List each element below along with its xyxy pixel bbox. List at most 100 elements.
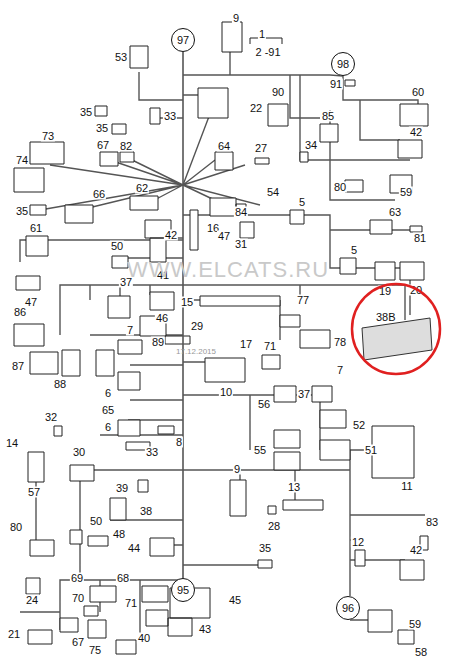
callout-number: 80 bbox=[9, 522, 23, 533]
callout-number: 11 bbox=[400, 481, 413, 492]
callout-number: 1 bbox=[258, 29, 266, 40]
callout-number: 65 bbox=[101, 405, 115, 416]
callout-number: 8 bbox=[175, 437, 183, 448]
callout-number: 30 bbox=[72, 447, 86, 458]
callout-number: 52 bbox=[352, 420, 366, 431]
callout-number: 90 bbox=[271, 87, 285, 98]
callout-number: 5 bbox=[298, 197, 306, 208]
callout-number: 83 bbox=[425, 517, 439, 528]
node-label: 96 bbox=[342, 603, 354, 614]
callout-number: 28 bbox=[267, 521, 281, 532]
callout-number: 67 bbox=[71, 637, 85, 648]
callout-number: 6 bbox=[104, 388, 112, 399]
callout-number: 12 bbox=[351, 537, 365, 548]
harness-part bbox=[362, 318, 432, 360]
callout-number: 54 bbox=[266, 187, 280, 198]
callout-number: 80 bbox=[333, 182, 347, 193]
callout-number: 43 bbox=[198, 624, 212, 635]
callout-number: 27 bbox=[254, 143, 268, 154]
callout-number: 81 bbox=[413, 233, 427, 244]
node-label: 38B bbox=[376, 312, 396, 323]
callout-number: 61 bbox=[29, 223, 43, 234]
callout-number: 46 bbox=[155, 313, 169, 324]
callout-number: 71 bbox=[124, 598, 138, 609]
callout-number: 9 bbox=[232, 13, 240, 24]
callout-number: 9 bbox=[233, 464, 241, 475]
callout-number: 66 bbox=[92, 189, 106, 200]
callout-number: 33 bbox=[145, 447, 159, 458]
callout-number: 35 bbox=[15, 206, 29, 217]
callout-number: 56 bbox=[257, 399, 271, 410]
callout-number: 82 bbox=[119, 141, 133, 152]
callout-number: 40 bbox=[137, 633, 151, 644]
callout-number: 67 bbox=[96, 140, 110, 151]
callout-number: 44 bbox=[127, 543, 141, 554]
callout-number: 86 bbox=[13, 307, 27, 318]
callout-number: 58 bbox=[414, 647, 428, 658]
callout-number: 37 bbox=[297, 389, 311, 400]
node-label: 98 bbox=[337, 59, 349, 70]
callout-number: 6 bbox=[104, 422, 112, 433]
callout-number: 50 bbox=[110, 241, 124, 252]
callout-number: 75 bbox=[88, 645, 102, 656]
callout-number: 53 bbox=[114, 52, 128, 63]
callout-number: 70 bbox=[71, 593, 85, 604]
callout-number: 39 bbox=[115, 483, 129, 494]
junction-circle: 98 bbox=[331, 52, 355, 76]
callout-number: 22 bbox=[249, 103, 263, 114]
callout-number: 29 bbox=[190, 321, 204, 332]
callout-number: 59 bbox=[399, 187, 413, 198]
node-label: 95 bbox=[177, 585, 189, 596]
callout-number: 2 -91 bbox=[254, 47, 281, 58]
callout-number: 78 bbox=[333, 337, 347, 348]
callout-number: 42 bbox=[409, 545, 423, 556]
node-label: 97 bbox=[177, 35, 189, 46]
callout-number: 5 bbox=[350, 245, 358, 256]
callout-number: 77 bbox=[296, 295, 310, 306]
callout-number: 88 bbox=[53, 379, 67, 390]
callout-number: 87 bbox=[11, 361, 25, 372]
callout-number: 38 bbox=[139, 506, 153, 517]
callout-number: 50 bbox=[89, 516, 103, 527]
callout-number: 84 bbox=[234, 207, 248, 218]
callout-number: 47 bbox=[217, 231, 231, 242]
highlight-ellipse: 38B bbox=[350, 282, 442, 376]
callout-number: 7 bbox=[126, 325, 134, 336]
watermark: WWW.ELCATS.RU bbox=[126, 259, 330, 281]
callout-number: 91 bbox=[329, 79, 343, 90]
callout-number: 71 bbox=[263, 341, 277, 352]
ellipse-outline bbox=[350, 282, 442, 376]
callout-number: 48 bbox=[112, 529, 126, 540]
callout-number: 35 bbox=[95, 123, 109, 134]
callout-number: 60 bbox=[411, 87, 425, 98]
callout-number: 51 bbox=[364, 445, 378, 456]
ellipse-outline bbox=[352, 284, 440, 374]
callout-number: 89 bbox=[151, 337, 165, 348]
callout-number: 33 bbox=[163, 111, 177, 122]
callout-number: 32 bbox=[44, 412, 58, 423]
callout-number: 42 bbox=[164, 230, 178, 241]
harness-trunk bbox=[182, 52, 184, 578]
callout-number: 59 bbox=[408, 619, 422, 630]
callout-number: 45 bbox=[228, 595, 242, 606]
date-stamp: 17.12.2015 bbox=[175, 348, 217, 356]
callout-number: 7 bbox=[336, 365, 344, 376]
callout-number: 35 bbox=[79, 107, 93, 118]
callout-number: 14 bbox=[5, 438, 19, 449]
junction-circle: 96 bbox=[336, 596, 360, 620]
callout-number: 68 bbox=[116, 573, 130, 584]
callout-number: 42 bbox=[409, 127, 423, 138]
callout-number: 85 bbox=[321, 111, 335, 122]
callout-number: 13 bbox=[287, 482, 301, 493]
callout-number: 34 bbox=[304, 140, 318, 151]
callout-number: 55 bbox=[253, 445, 267, 456]
callout-number: 63 bbox=[388, 207, 402, 218]
callout-number: 73 bbox=[41, 131, 55, 142]
callout-number: 10 bbox=[219, 387, 233, 398]
junction-circle: 97 bbox=[171, 28, 195, 52]
callout-number: 62 bbox=[135, 183, 149, 194]
callout-number: 57 bbox=[27, 487, 41, 498]
